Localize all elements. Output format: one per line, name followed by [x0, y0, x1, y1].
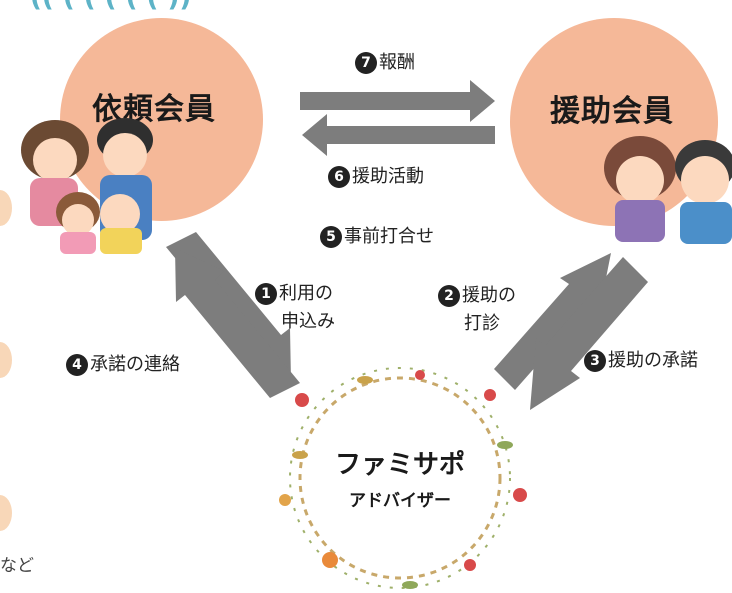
step-label-line2: 申込み	[281, 310, 335, 332]
step-label-line2: 打診	[464, 312, 500, 334]
arrow-reward	[300, 80, 495, 122]
step-number-badge: 3	[584, 350, 606, 372]
step-number-badge: 5	[320, 226, 342, 248]
edge-decoration	[0, 342, 12, 378]
arrow-acceptance-notice	[175, 248, 300, 398]
step-label-line1: 利用の	[279, 283, 333, 304]
step-number-badge: 1	[255, 283, 277, 305]
step-label: 事前打合せ	[344, 226, 434, 247]
advisor-title: ファミサポ	[334, 450, 465, 480]
step-label-line1: 援助の	[462, 285, 516, 306]
step-label: 援助活動	[352, 166, 424, 187]
step-label: 報酬	[379, 52, 415, 73]
helper-title: 援助会員	[550, 94, 674, 129]
step-number-badge: 6	[328, 166, 350, 188]
requester-circle	[60, 18, 263, 221]
arrow-helper-acceptance	[530, 257, 648, 410]
advisor-subtitle: アドバイザー	[349, 491, 451, 511]
family-illustration	[21, 118, 153, 254]
heading-fragment: (( ( ( ( ( ( ))	[30, 0, 191, 13]
bottom-note: など	[0, 556, 34, 576]
step-number-badge: 2	[438, 285, 460, 307]
arrow-activity	[302, 114, 495, 156]
step-number-badge: 4	[66, 354, 88, 376]
edge-decoration	[0, 495, 12, 531]
wreath-decoration	[279, 367, 527, 589]
edge-decoration	[0, 190, 12, 226]
helper-circle	[510, 18, 718, 226]
elderly-couple-illustration	[604, 136, 732, 244]
arrow-request-help	[494, 253, 611, 390]
step-label: 承諾の連絡	[90, 354, 180, 375]
step-label: 援助の承諾	[608, 350, 698, 371]
step-number-badge: 7	[355, 52, 377, 74]
